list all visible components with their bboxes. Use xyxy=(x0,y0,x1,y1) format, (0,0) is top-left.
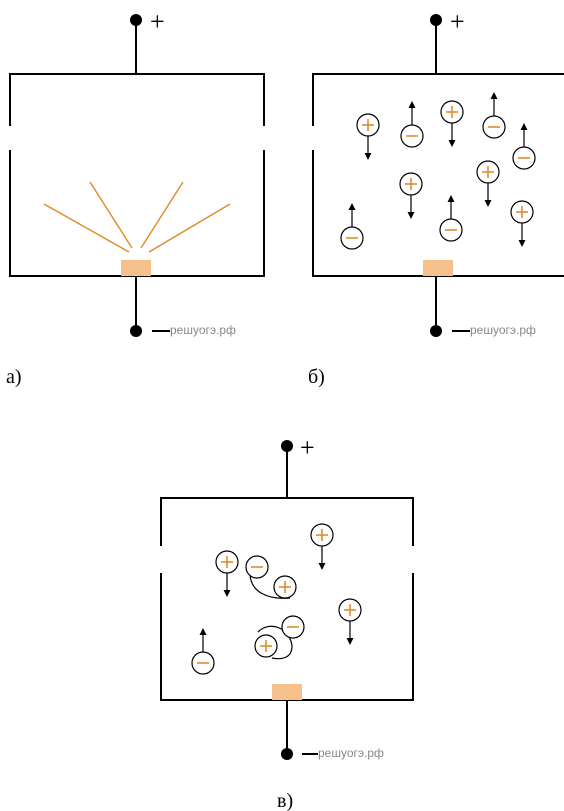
minus-circle-icon xyxy=(245,555,269,579)
arrow-up-icon xyxy=(490,92,498,116)
minus-circle-icon xyxy=(439,195,463,242)
arrow-down-icon xyxy=(518,223,526,247)
minus-circle-icon xyxy=(191,628,215,675)
panel-c: + решуогэ.рф в) xyxy=(160,433,414,811)
ions-panel-c xyxy=(191,523,362,675)
plus-circle-icon xyxy=(273,575,297,599)
caption-a: а) xyxy=(6,366,22,388)
plus-circle-icon xyxy=(440,100,464,147)
plus-circle-icon xyxy=(310,523,334,570)
positive-terminal xyxy=(281,440,293,452)
chamber-bottom xyxy=(9,150,265,277)
caption-c: в) xyxy=(277,790,293,811)
plus-sign: + xyxy=(450,7,465,36)
chamber-top xyxy=(312,73,564,126)
ions-panel-b xyxy=(340,92,536,250)
arrow-up-icon xyxy=(447,195,455,219)
plus-circle-icon xyxy=(510,200,534,247)
chamber-top xyxy=(9,73,265,126)
plus-circle-icon xyxy=(215,550,239,597)
arrow-up-icon xyxy=(348,203,356,227)
plus-circle-icon xyxy=(356,113,380,160)
arrow-down-icon xyxy=(223,573,231,597)
minus-circle-icon xyxy=(482,92,506,139)
watermark: решуогэ.рф xyxy=(470,323,536,337)
plus-circle-icon xyxy=(338,598,362,645)
negative-terminal xyxy=(430,325,442,337)
heater xyxy=(423,260,453,276)
minus-circle-icon xyxy=(512,123,536,170)
pair-outline xyxy=(257,625,293,660)
negative-terminal xyxy=(281,748,293,760)
arrow-down-icon xyxy=(318,546,326,570)
panel-a: + решуогэ.рф а) xyxy=(6,7,265,388)
arrow-down-icon xyxy=(484,183,492,207)
chamber-top xyxy=(160,497,414,546)
arrow-down-icon xyxy=(364,136,372,160)
positive-terminal xyxy=(130,14,142,26)
caption-b: б) xyxy=(308,366,325,388)
panel-b: + решуогэ.рф б) xyxy=(308,7,564,388)
positive-terminal xyxy=(430,14,442,26)
plus-sign: + xyxy=(150,7,165,36)
arrow-up-icon xyxy=(199,628,207,652)
arrow-up-icon xyxy=(520,123,528,147)
heater xyxy=(121,260,151,276)
minus-circle-icon xyxy=(400,101,424,148)
negative-terminal xyxy=(130,325,142,337)
plus-sign: + xyxy=(300,433,315,462)
plus-circle-icon xyxy=(254,634,278,658)
watermark: решуогэ.рф xyxy=(170,323,236,337)
watermark: решуогэ.рф xyxy=(318,746,384,760)
radiation-rays xyxy=(43,181,231,253)
plus-circle-icon xyxy=(476,160,500,207)
heater xyxy=(272,684,302,700)
arrow-up-icon xyxy=(408,101,416,125)
arrow-down-icon xyxy=(407,195,415,219)
chamber-bottom xyxy=(312,150,564,277)
arrow-down-icon xyxy=(346,621,354,645)
minus-circle-icon xyxy=(340,203,364,250)
plus-circle-icon xyxy=(399,172,423,219)
minus-circle-icon xyxy=(281,615,305,639)
arrow-down-icon xyxy=(448,123,456,147)
